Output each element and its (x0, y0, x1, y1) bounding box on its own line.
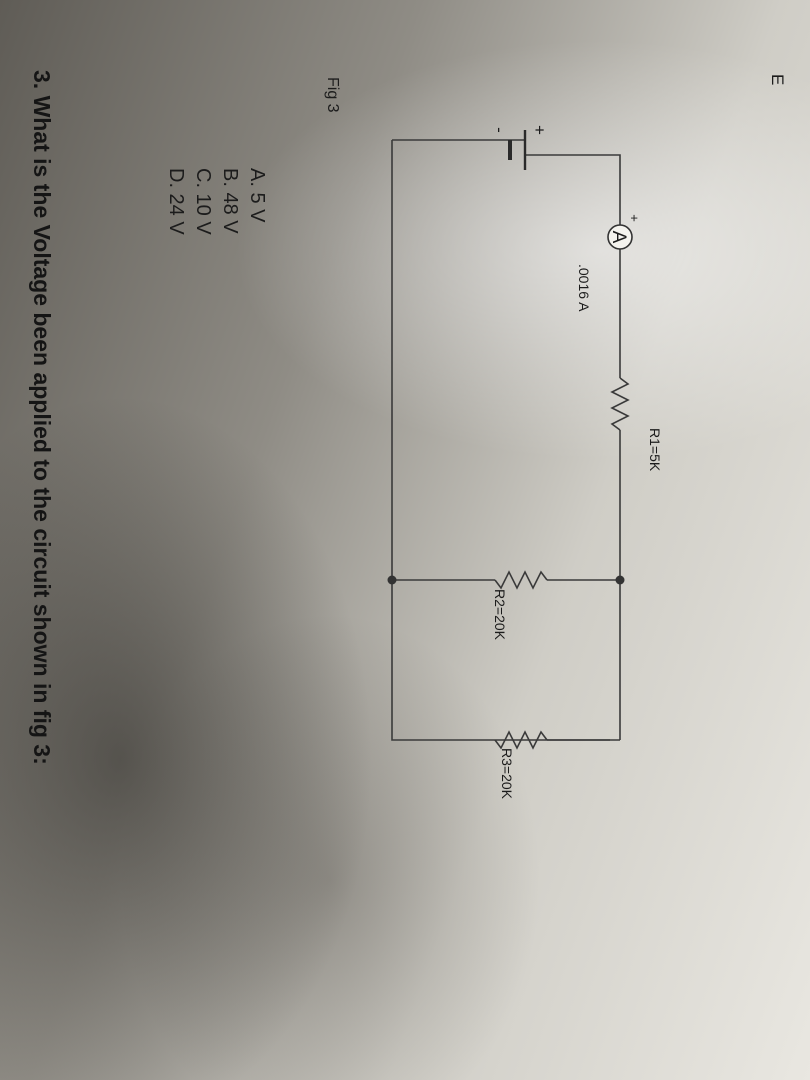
r1-label: R1=5K (647, 428, 663, 472)
figure-label: Fig 3 (324, 77, 341, 113)
bottom-wire (391, 140, 610, 741)
option-b: B. 48 V (219, 168, 241, 234)
ammeter-symbol: A (608, 231, 629, 244)
ammeter-circle (607, 224, 633, 250)
r2-label: R2=20K (492, 589, 508, 640)
r2-resistor (494, 570, 548, 590)
question-text: 3. What is the Voltage been applied to t… (29, 70, 55, 765)
r3-resistor (494, 730, 548, 750)
node-bottom (387, 575, 397, 585)
option-d: D. 24 V (165, 168, 187, 235)
source-label: E (768, 74, 787, 86)
r3-label: R3=20K (499, 748, 515, 799)
node-top (615, 575, 625, 585)
ammeter-reading: .0016 A (576, 264, 592, 312)
ammeter-plus-sign: + (627, 214, 642, 222)
option-c: C. 10 V (192, 168, 214, 235)
answer-options: A. 5 V B. 48 V C. 10 V D. 24 V (162, 168, 270, 235)
r1-resistor (610, 377, 630, 431)
battery-minus-sign: - (490, 127, 509, 133)
battery-plus-sign: + (530, 125, 549, 135)
option-a: A. 5 V (246, 168, 268, 223)
battery-right-wire (525, 154, 621, 225)
